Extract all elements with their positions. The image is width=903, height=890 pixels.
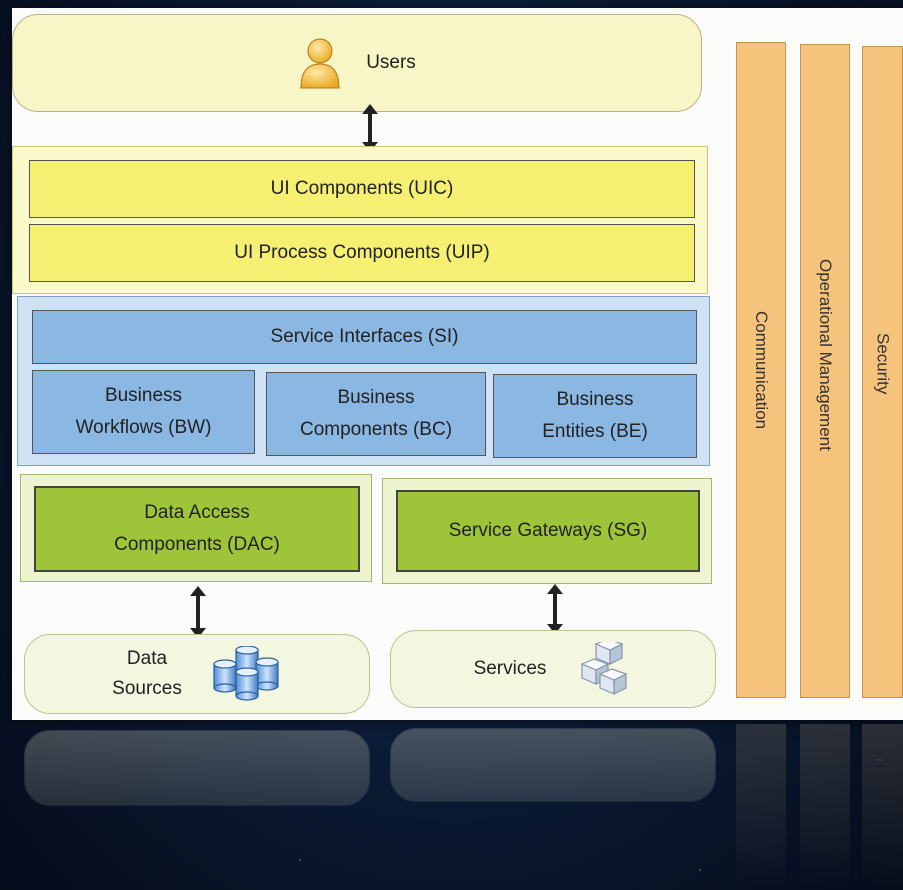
service-gateways-label: Service Gateways (SG) [448, 520, 648, 541]
business-entities-line2: Entities (BE) [542, 421, 648, 442]
services-arrow [547, 584, 563, 634]
security-label: Security [873, 333, 893, 395]
service-gateways-box: Service Gateways (SG) [396, 490, 700, 572]
business-workflows-line2: Workflows (BW) [75, 417, 212, 438]
data-sources-box: Data Sources [24, 634, 370, 714]
reflection-column-2 [800, 724, 850, 890]
architecture-diagram: Users UI Components (UIC) UI Process Com… [12, 8, 903, 720]
users-ui-arrow [362, 104, 378, 152]
communication-label: Communication [752, 310, 771, 430]
services-box: Services [390, 630, 716, 708]
service-interfaces-label: Service Interfaces (SI) [270, 326, 459, 347]
reflection-column-3 [862, 724, 903, 890]
business-workflows-box: Business Workflows (BW) [32, 370, 255, 454]
business-components-box: Business Components (BC) [266, 372, 486, 456]
service-interfaces-box: Service Interfaces (SI) [32, 310, 697, 364]
database-icon [213, 646, 279, 701]
user-icon [300, 38, 340, 89]
business-workflows-line1: Business [104, 385, 183, 406]
business-components-line2: Components (BC) [299, 419, 453, 440]
ui-components-box: UI Components (UIC) [29, 160, 695, 218]
board-reflection [12, 724, 903, 890]
communication-column: Communication [736, 42, 786, 698]
operational-management-column: Operational Management [800, 44, 850, 698]
data-sources-line2: Sources [112, 678, 182, 699]
reflection-data-sources [24, 730, 370, 806]
data-sources-line1: Data [126, 648, 168, 669]
data-access-box: Data Access Components (DAC) [34, 486, 360, 572]
ui-process-label: UI Process Components (UIP) [234, 242, 490, 263]
business-entities-line1: Business [556, 389, 634, 410]
ui-components-label: UI Components (UIC) [270, 178, 454, 199]
operational-management-label: Operational Management [816, 259, 835, 451]
business-components-line1: Business [337, 387, 415, 408]
users-label: Users [366, 52, 416, 73]
data-sources-label: Data Sources [112, 644, 182, 704]
reflection-services [390, 728, 716, 802]
business-entities-box: Business Entities (BE) [493, 374, 697, 458]
reflection-column-1 [736, 724, 786, 890]
data-access-line1: Data Access [144, 502, 250, 523]
security-column: Security [862, 46, 903, 698]
data-sources-arrow [190, 586, 206, 638]
cubes-icon [580, 642, 628, 695]
ui-process-box: UI Process Components (UIP) [29, 224, 695, 282]
services-label: Services [473, 658, 547, 679]
users-layer: Users [12, 14, 702, 112]
data-access-line2: Components (DAC) [114, 534, 280, 555]
